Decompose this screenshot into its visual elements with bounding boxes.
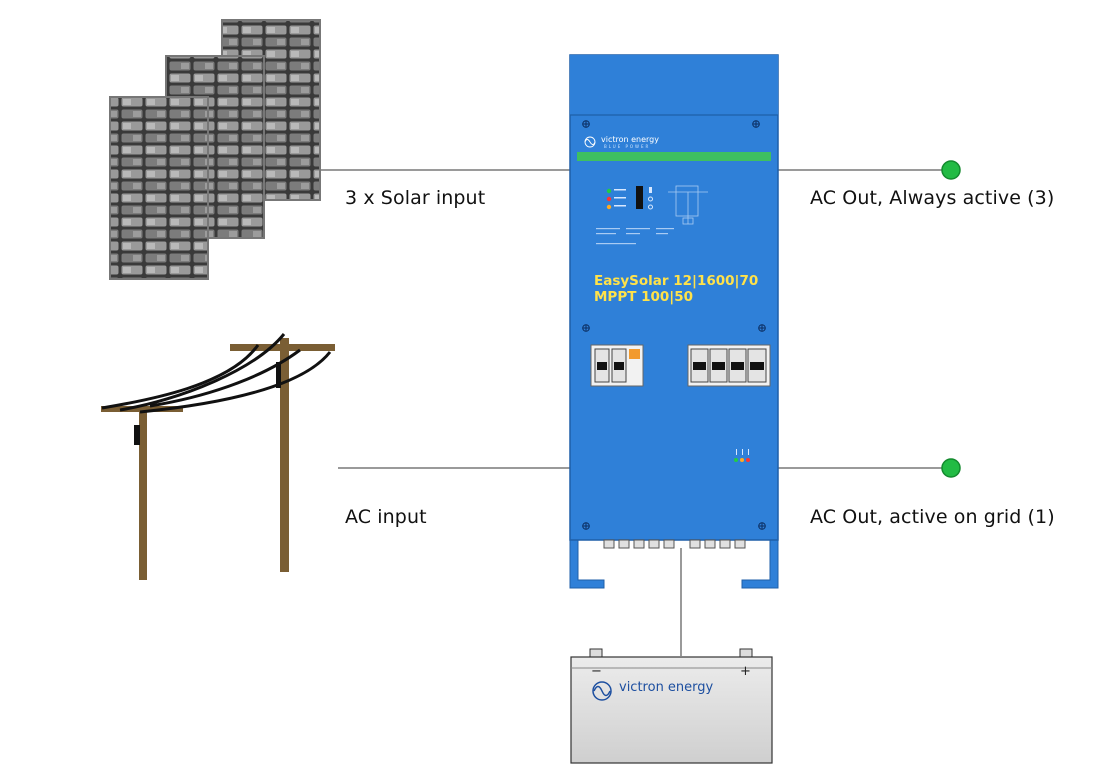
inverter-green-stripe (577, 152, 771, 161)
inverter-mppt: MPPT 100|50 (594, 289, 694, 305)
battery-minus-sign: − (591, 664, 602, 679)
victron-logo-icon (584, 136, 596, 148)
battery-plus-sign: + (740, 664, 751, 679)
ac-out-always-node (941, 160, 961, 180)
solar-panel-front (109, 96, 209, 280)
status-leds (606, 186, 653, 210)
rocker-switch (636, 186, 643, 209)
inverter-tagline: BLUE POWER (604, 144, 651, 149)
power-wires (101, 333, 332, 414)
inverter-top-cap (570, 55, 778, 115)
ac-out-grid-label: AC Out, active on grid (1) (810, 506, 1055, 528)
cable-glands (603, 539, 746, 549)
left-crossarm (101, 406, 183, 412)
small-print (596, 228, 674, 245)
right-breakers (687, 344, 771, 387)
ac-out-always-label: AC Out, Always active (3) (810, 187, 1055, 209)
battery-body (570, 656, 773, 764)
battery-logo-icon (592, 681, 612, 701)
right-insulator (276, 362, 281, 388)
solar-panels (109, 19, 321, 280)
screws (582, 120, 766, 530)
right-crossarm (230, 344, 335, 351)
connection-lines (320, 169, 950, 656)
inverter-brand: victron energy (601, 135, 659, 144)
power-poles (101, 333, 335, 580)
easysolar-inverter (569, 54, 779, 589)
battery-brand: victron energy (619, 680, 714, 695)
inverter-model: EasySolar 12|1600|70 (594, 273, 759, 289)
battery (570, 648, 773, 764)
battery-terminal-plus (739, 648, 753, 658)
battery-terminal-minus (589, 648, 603, 658)
indicator-leds (734, 449, 750, 462)
ac-out-grid-node (941, 458, 961, 478)
right-pole (280, 338, 289, 572)
left-pole (139, 405, 147, 580)
left-breakers (590, 344, 644, 387)
wiring-schematic (668, 185, 708, 225)
left-insulator (134, 425, 140, 445)
ac-input-label: AC input (345, 506, 427, 528)
solar-input-label: 3 x Solar input (345, 187, 486, 209)
